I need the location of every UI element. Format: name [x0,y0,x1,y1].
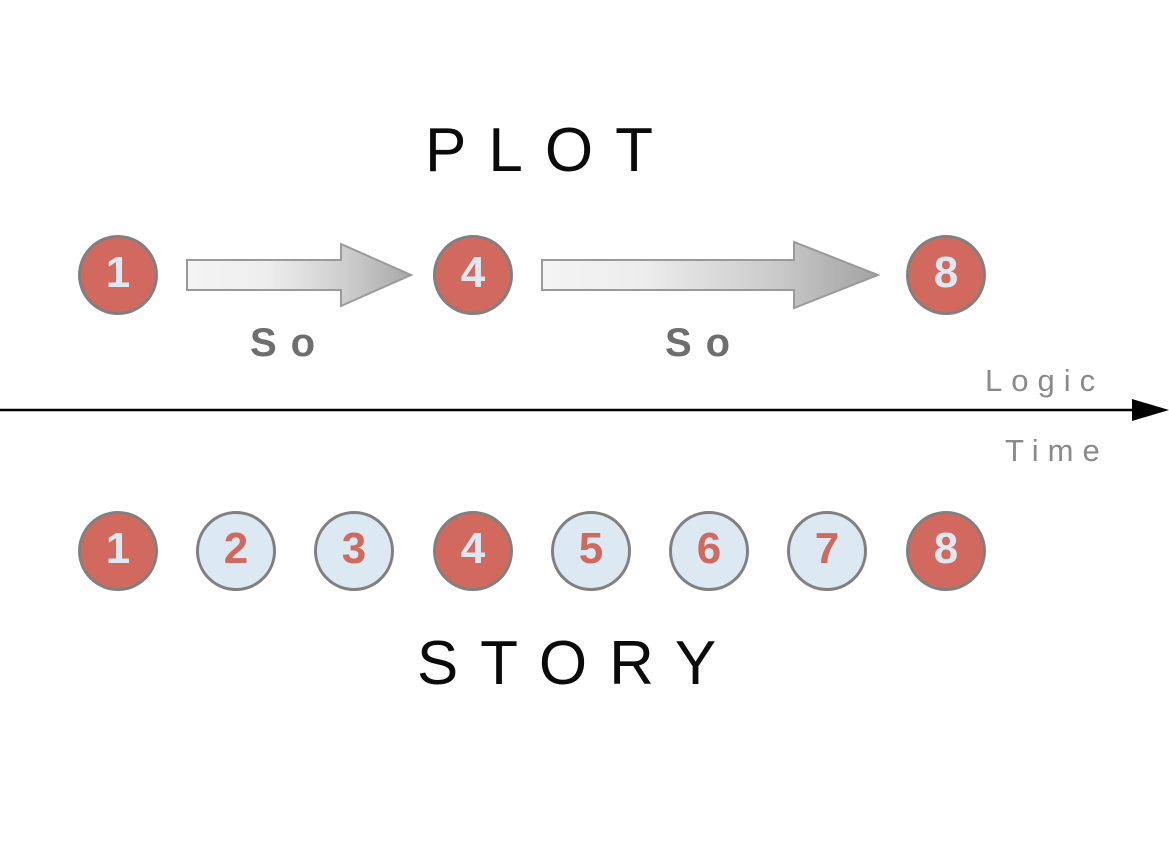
plot-node-1-label: 1 [105,248,131,297]
axis-label-logic: Logic [985,363,1105,398]
plot-node-4-label: 4 [460,248,486,297]
story-node-6[interactable]: 6 [669,511,749,591]
story-node-4[interactable]: 4 [433,511,513,591]
story-node-5-label: 5 [578,524,604,573]
story-node-6-label: 6 [696,524,722,573]
axis-label-time: Time [1005,433,1109,468]
plot-arrow-1 [186,242,413,308]
plot-node-4[interactable]: 4 [433,235,513,315]
connector-label-so-2: So [665,321,745,365]
plot-arrow-2 [541,240,880,310]
story-node-7[interactable]: 7 [787,511,867,591]
story-node-2-label: 2 [223,524,249,573]
plot-node-1[interactable]: 1 [78,235,158,315]
story-node-5[interactable]: 5 [551,511,631,591]
plot-node-8[interactable]: 8 [906,235,986,315]
story-node-2[interactable]: 2 [196,511,276,591]
story-node-8-label: 8 [933,524,959,573]
connector-label-so-1: So [250,321,330,365]
story-node-1[interactable]: 1 [78,511,158,591]
story-node-7-label: 7 [814,524,840,573]
story-node-3[interactable]: 3 [314,511,394,591]
plot-title: PLOT [425,116,675,185]
story-node-4-label: 4 [460,524,486,573]
time-axis [0,399,1169,421]
story-node-3-label: 3 [341,524,367,573]
story-node-8[interactable]: 8 [906,511,986,591]
story-title: STORY [416,629,739,698]
story-node-1-label: 1 [105,524,131,573]
plot-node-8-label: 8 [933,248,959,297]
